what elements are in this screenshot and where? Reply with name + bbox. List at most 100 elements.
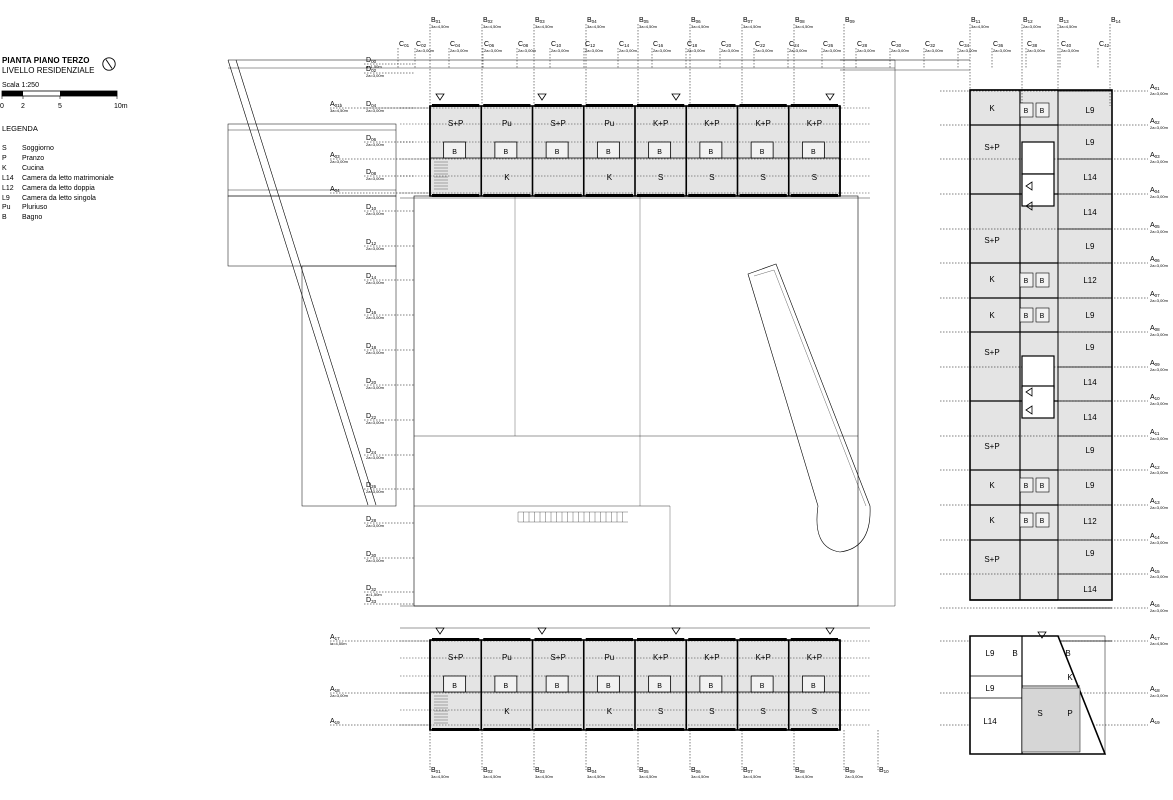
grid-id: D30 — [366, 551, 377, 558]
south_block-facade-bottom — [534, 728, 582, 731]
legend-key: L14 — [2, 174, 14, 182]
north_block-facade-top — [790, 104, 838, 107]
north_block-facade-top — [739, 104, 787, 107]
east-corner-living — [1021, 687, 1081, 753]
grid-id: C18 — [687, 41, 698, 48]
south_block-facade-top — [483, 638, 531, 641]
grid-id: C38 — [1027, 41, 1038, 48]
grid-label-d: D33 — [366, 597, 377, 604]
south_block-room-label: S+P — [550, 653, 565, 662]
east-room-label: S+P — [984, 442, 999, 451]
legend-key: B — [2, 214, 7, 222]
grid-dim: 3a=4,50m — [639, 774, 658, 779]
entrance-marker-icon — [537, 627, 547, 635]
south_block-room-label: S — [658, 707, 663, 716]
grid-dim: 2a=3,00m — [366, 455, 385, 460]
grid-id: B06 — [691, 767, 701, 774]
grid-dim: 3a=4,50m — [743, 24, 762, 29]
south_block-facade-top — [534, 638, 582, 641]
grid-id: C22 — [755, 41, 766, 48]
north_block-bath — [545, 141, 569, 159]
grid-dim: 3a=4,50m — [535, 774, 554, 779]
grid-id: C40 — [1061, 41, 1072, 48]
grid-id: C14 — [619, 41, 630, 48]
grid-id: A11 — [1150, 429, 1160, 436]
grid-dim: 2a=3,00m — [1150, 401, 1169, 406]
north_block-room-label: K — [607, 173, 613, 182]
grid-dim: 2a=3,00m — [1150, 367, 1169, 372]
grid-dim: 2a=3,00m — [366, 176, 385, 181]
grid-dim: 3a=4,50m — [795, 24, 814, 29]
grid-dim: 2a=3,00m — [755, 48, 774, 53]
drawing-title: PIANTA PIANO TERZO — [2, 56, 90, 65]
south_block-room-label: K — [607, 707, 613, 716]
entrance-marker-icon — [1037, 631, 1047, 639]
grid-id: A04 — [330, 186, 340, 193]
grid-id: C28 — [857, 41, 868, 48]
entrance-marker-icon — [1025, 387, 1033, 397]
grid-id: D18 — [366, 343, 377, 350]
grid-id: A16 — [1150, 601, 1160, 608]
grid-id: A14 — [1150, 533, 1160, 540]
east-bath — [1035, 307, 1050, 323]
north_block-room-label: S — [760, 173, 765, 182]
grid-dim: 3a=4,50m — [431, 24, 450, 29]
grid-dim: 3a=4,50m — [691, 24, 710, 29]
east-bath — [1035, 512, 1050, 528]
grid-dim: 2a=3,00m — [789, 48, 808, 53]
east-room-label: L9 — [1086, 343, 1095, 352]
east-room-label: L14 — [1083, 208, 1097, 217]
legend-label: Camera da letto matrimoniale — [22, 174, 114, 182]
east-room-label: L9 — [1086, 481, 1095, 490]
south_block-bath-label: B — [606, 683, 611, 690]
north_block-room-label: Pu — [604, 119, 614, 128]
grid-dim: 2a=3,00m — [1150, 91, 1169, 96]
south_block-bath — [801, 675, 825, 693]
grid-id: A19 — [330, 718, 340, 725]
grid-id: A01b — [330, 101, 343, 108]
east-room-label: B — [1012, 649, 1017, 658]
south_block-bath — [443, 675, 467, 693]
grid-dim: 3a=4,50m — [330, 108, 349, 113]
north_block-facade-bottom — [739, 194, 787, 197]
south_block-facade-top — [688, 638, 736, 641]
grid-dim: 2a=3,00m — [823, 48, 842, 53]
grid-id: C36 — [993, 41, 1004, 48]
east-bath-label: B — [1040, 518, 1045, 525]
grid-dim: a=1,50m — [366, 592, 382, 597]
scale-tick-2: 2 — [21, 103, 25, 110]
north_block-facade-top — [534, 104, 582, 107]
north_block-bath-label: B — [504, 149, 509, 156]
grid-id: A01 — [1150, 84, 1160, 91]
north_block-facade-bottom — [483, 194, 531, 197]
entrance-marker-icon — [435, 93, 445, 101]
grid-dim: 2a=3,00m — [366, 108, 385, 113]
legend-key: L12 — [2, 184, 14, 192]
east-room-label: L12 — [1083, 276, 1097, 285]
grid-id: A17 — [330, 634, 340, 641]
south_block-bath — [494, 675, 518, 693]
east-bath-label: B — [1040, 313, 1045, 320]
grid-dim: 2a=3,00m — [366, 385, 385, 390]
legend-label: Cucina — [22, 164, 44, 172]
east-bath-label: B — [1024, 313, 1029, 320]
north_block-bath-label: B — [657, 149, 662, 156]
